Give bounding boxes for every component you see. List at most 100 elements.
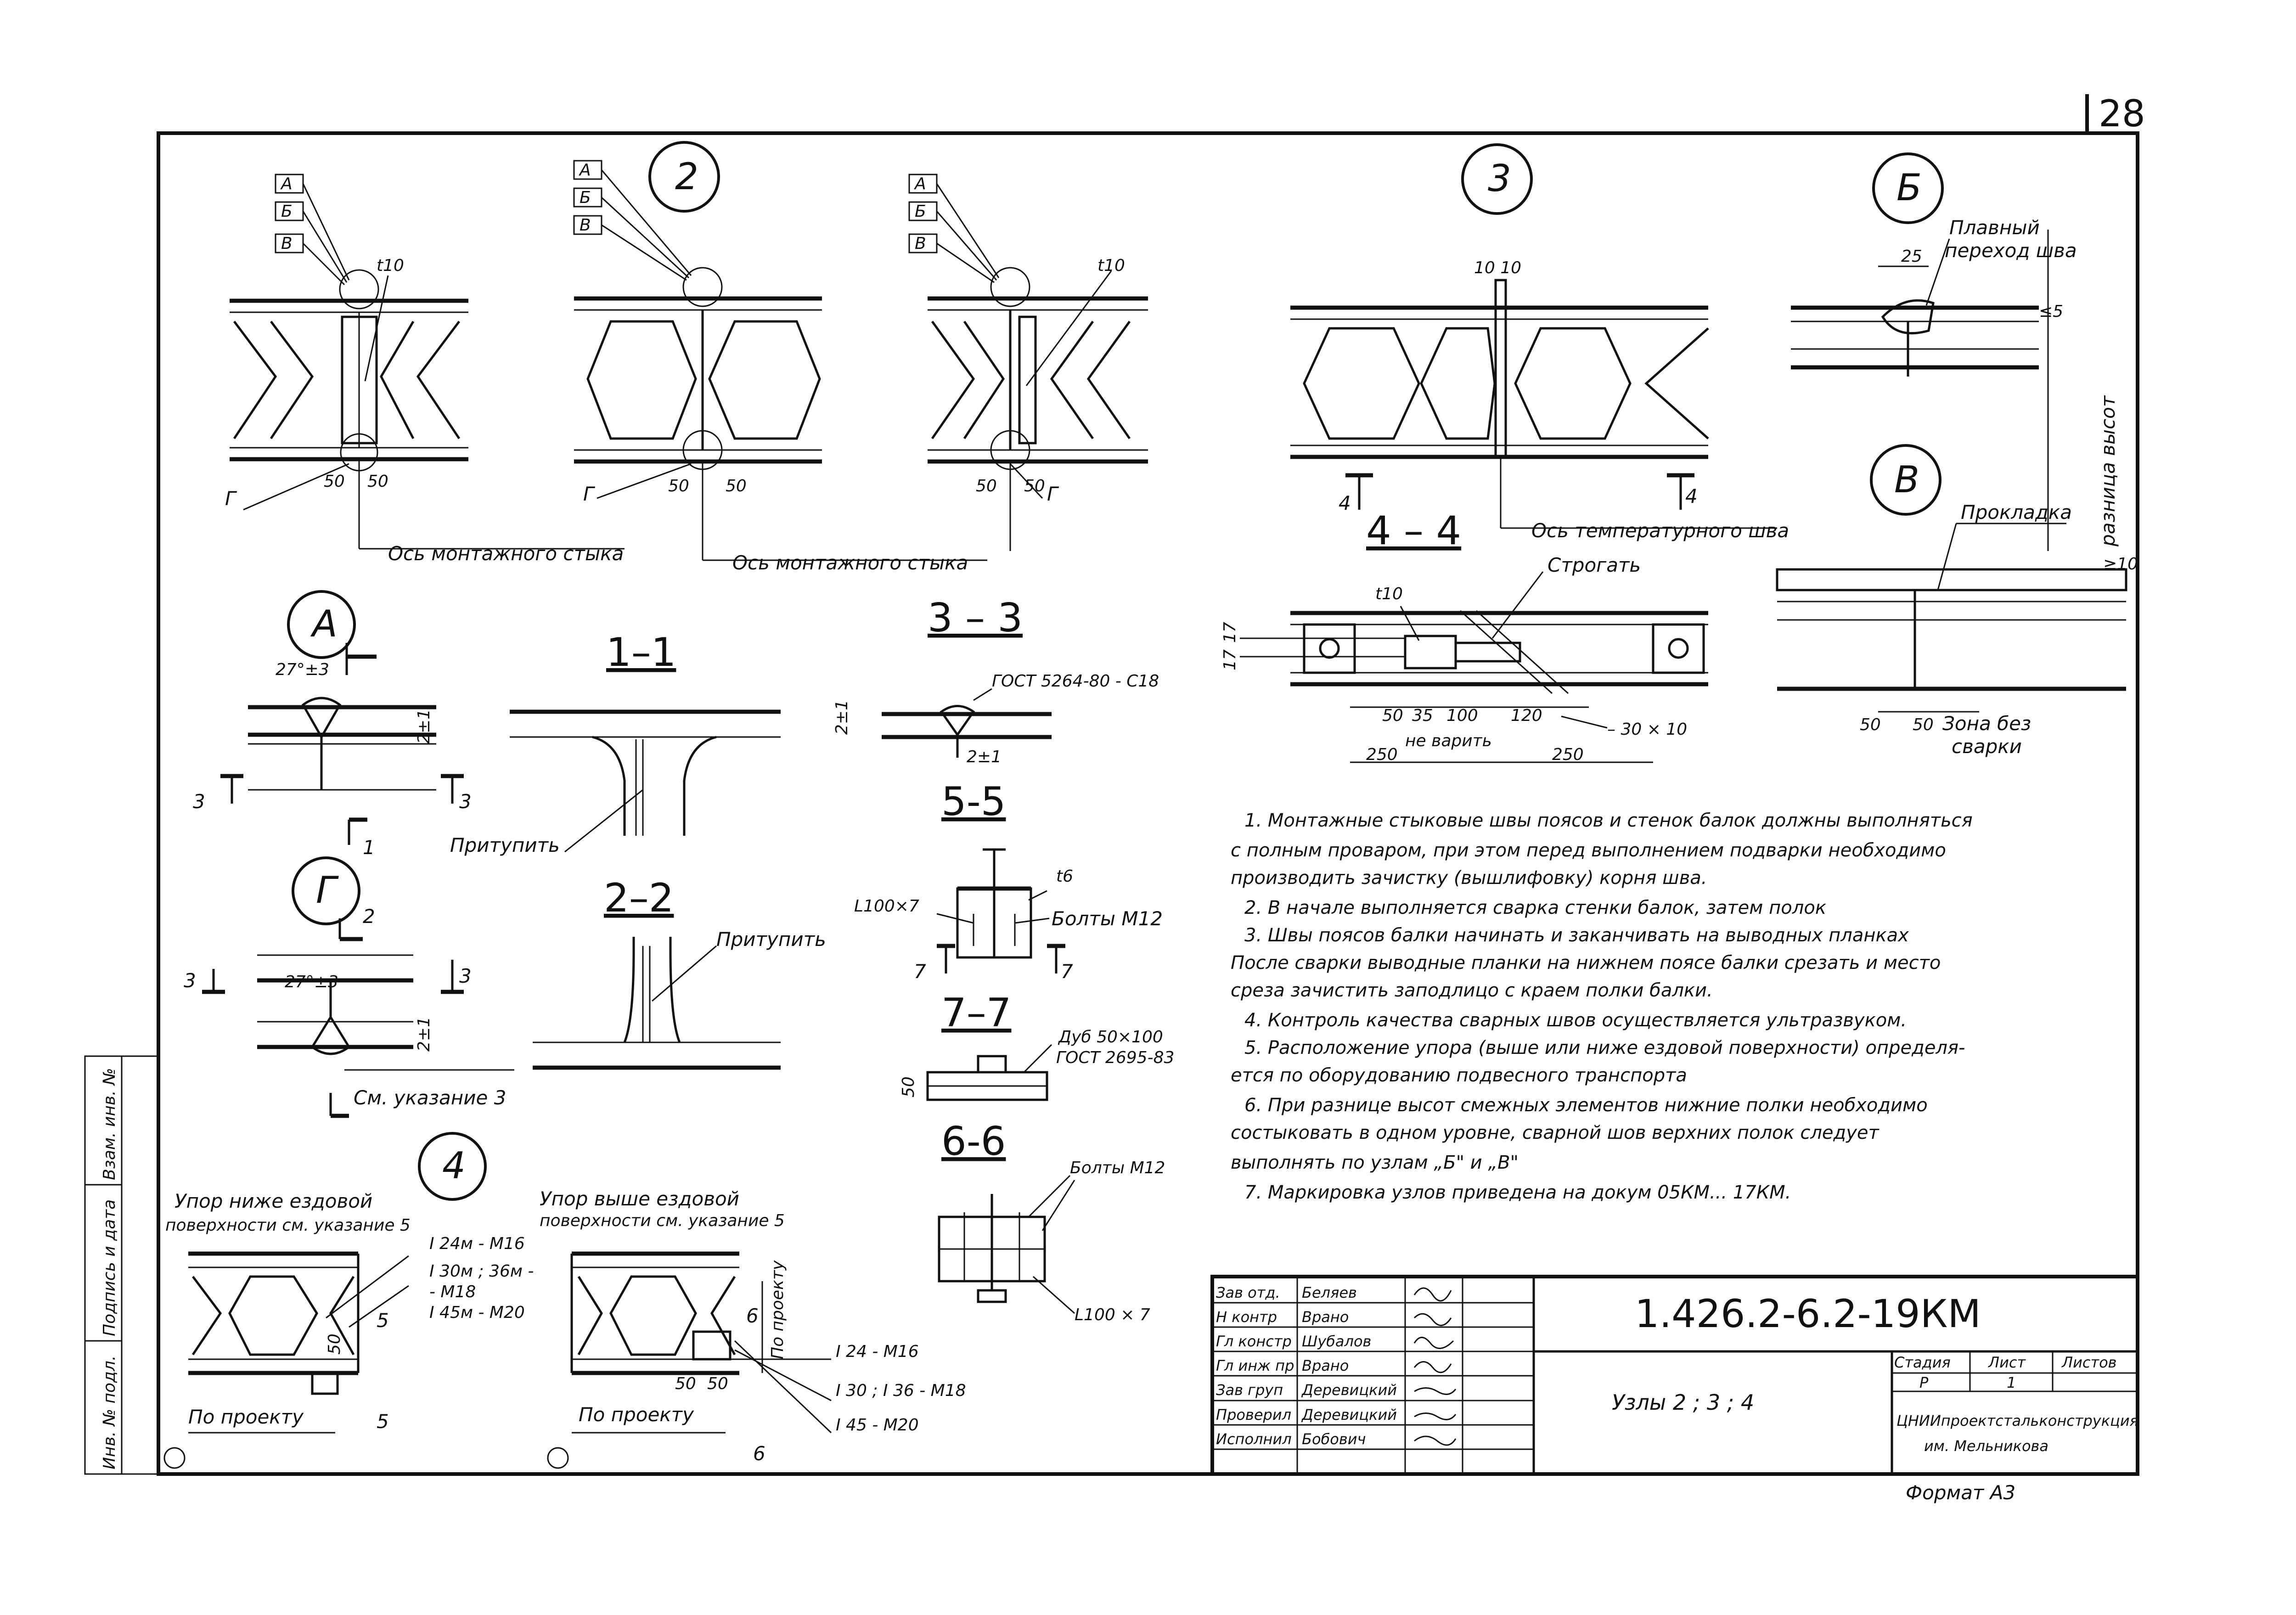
- node-a-drawing: [220, 590, 464, 845]
- node4-right-dim-2: 50: [707, 1374, 728, 1393]
- nodeV-dim-1: 50: [1860, 715, 1881, 734]
- sec55-bolts: Болты М12: [1052, 907, 1163, 930]
- sec66-angle: L100 × 7: [1075, 1306, 1150, 1324]
- node4-right-i2: I 30 ; I 36 - М18: [836, 1381, 966, 1400]
- node4-circle-label: 4: [442, 1144, 466, 1187]
- svg-text:Инв. № подл.: Инв. № подл.: [100, 1356, 119, 1469]
- svg-text:Взам. инв. №: Взам. инв. №: [100, 1068, 119, 1180]
- nodeG-cut-2: 2: [363, 905, 375, 928]
- tb-sheet: 1: [2007, 1374, 2016, 1391]
- node2b-dim-2: 50: [1024, 477, 1045, 495]
- nodeG-cut-3-left: 3: [184, 969, 196, 992]
- note-line: 5. Расположение упора (выше или ниже езд…: [1244, 1037, 1965, 1058]
- nodeG-reference: См. указание 3: [354, 1086, 506, 1109]
- node3-cut-left: 4: [1339, 492, 1351, 514]
- nodeA-circle-label: А: [310, 602, 338, 645]
- nodeB-side-note: разница высот: [2097, 395, 2119, 547]
- tb-stage-header: Стадия: [1894, 1354, 1951, 1371]
- node2b-label-g: Г: [1047, 483, 1059, 505]
- svg-text:Подпись и дата: Подпись и дата: [100, 1199, 119, 1336]
- node-2-drawing: [573, 141, 987, 561]
- section-3-3-title: 3 – 3: [928, 595, 1023, 641]
- section-3-3-drawing: [882, 688, 1052, 758]
- node3-cut-right: 4: [1685, 485, 1698, 507]
- nodeA-gap: 2±1: [415, 709, 433, 744]
- node3-top-dim: 10 10: [1474, 259, 1521, 277]
- node-1-drawing: [230, 174, 625, 550]
- tb-role: Исполнил: [1216, 1430, 1292, 1448]
- node-2b-drawing: [908, 174, 1148, 551]
- node2b-label-b: Б: [915, 202, 926, 221]
- tb-name: Шубалов: [1302, 1333, 1371, 1350]
- section-7-7-title: 7–7: [941, 990, 1011, 1036]
- nodeA-cut-1: 1: [363, 836, 375, 859]
- node4-left-cut-5a: 5: [377, 1309, 389, 1332]
- tb-role: Зав отд.: [1216, 1284, 1280, 1301]
- node2-axis-label: Ось монтажного стыка: [732, 551, 968, 574]
- section-1-1-drawing: [510, 709, 781, 853]
- nodeV-dim-2: 50: [1913, 715, 1934, 734]
- note-line: 1. Монтажные стыковые швы поясов и стено…: [1244, 810, 1973, 831]
- nodeG-cut-3-right: 3: [459, 965, 472, 987]
- sec33-gap: 2±1: [967, 748, 1002, 766]
- node2b-thickness: t10: [1097, 256, 1125, 275]
- section-6-6-title: 6-6: [941, 1119, 1006, 1165]
- sec44-d3: 100: [1446, 706, 1478, 725]
- node4-right-i3: I 45 - М20: [836, 1416, 919, 1435]
- note-line: с полным проваром, при этом перед выполн…: [1231, 840, 1946, 861]
- nodeA-cut-3-left: 3: [193, 790, 205, 813]
- node4-left-i4: I 45м - М20: [429, 1303, 525, 1322]
- node4-left-i1: I 24м - М16: [429, 1234, 525, 1253]
- sec44-d6: 250: [1552, 745, 1584, 764]
- nodeV-height: ≥10: [2103, 555, 2138, 574]
- nodeB-height: ≤5: [2039, 302, 2063, 321]
- node1-dim-2: 50: [367, 472, 388, 491]
- tb-stage: Р: [1919, 1374, 1929, 1391]
- node2-label-v: В: [580, 216, 591, 235]
- node4-right-project: По проекту: [579, 1403, 694, 1426]
- nodeV-circle-label: В: [1894, 458, 1919, 501]
- side-stamp: Взам. инв. № Подпись и дата Инв. № подл.: [84, 1055, 159, 1475]
- node2b-label-v: В: [915, 234, 926, 253]
- note-line: состыковать в одном уровне, сварной шов …: [1231, 1122, 1880, 1143]
- nodeV-zone-1: Зона без: [1942, 712, 2031, 735]
- sec11-blunt: Притупить: [450, 834, 560, 856]
- nodeV-pad: Прокладка: [1961, 501, 2072, 523]
- node4-left-i3: - М18: [429, 1283, 476, 1301]
- tb-role: Зав груп: [1216, 1381, 1283, 1399]
- tb-role: Н контр: [1216, 1308, 1277, 1326]
- sec55-cut-7-left: 7: [914, 960, 926, 983]
- tb-sheet-header: Лист: [1988, 1354, 2026, 1371]
- node3-circle-label: 3: [1488, 157, 1511, 200]
- node4-right-title-2: поверхности см. указание 5: [540, 1211, 785, 1230]
- section-6-6-drawing: [938, 1175, 1075, 1314]
- sec44-h1: 17: [1221, 622, 1239, 643]
- note-line: 7. Маркировка узлов приведена на докум 0…: [1244, 1182, 1791, 1203]
- tb-signatures: [1413, 1287, 1457, 1446]
- note-line: выполнять по узлам „Б" и „В": [1231, 1152, 1519, 1173]
- sec33-height: 2±1: [833, 700, 851, 735]
- nodeA-cut-3-right: 3: [459, 790, 472, 813]
- nodeG-gap: 2±1: [415, 1017, 433, 1052]
- note-line: производить зачистку (вышлифовку) корня …: [1231, 867, 1707, 889]
- sec77-height: 50: [899, 1076, 918, 1097]
- node2-dim-1: 50: [668, 477, 689, 495]
- note-line: 2. В начале выполняется сварка стенки ба…: [1244, 897, 1826, 918]
- nodeG-circle-label: Г: [316, 869, 339, 912]
- note-line: 6. При разнице высот смежных элементов н…: [1244, 1095, 1928, 1116]
- nodeB-note-2: переход шва: [1945, 239, 2077, 262]
- tb-name: Врано: [1302, 1357, 1349, 1374]
- sec77-gost: ГОСТ 2695-83: [1056, 1048, 1174, 1067]
- node4-left-dim: 50: [325, 1334, 344, 1355]
- section-2-2-title: 2–2: [604, 875, 674, 921]
- sec22-blunt: Притупить: [716, 928, 826, 951]
- tb-sheets-header: Листов: [2061, 1354, 2117, 1371]
- section-1-1-title: 1–1: [606, 630, 676, 675]
- drawing-frame: [157, 131, 2139, 1476]
- tb-name: Бобович: [1302, 1430, 1366, 1448]
- node2-label-a: А: [579, 161, 591, 180]
- node4-right-i1: I 24 - М16: [836, 1342, 919, 1361]
- node4-right-cut-6b: 6: [753, 1442, 765, 1465]
- section-7-7-drawing: [926, 1044, 1052, 1101]
